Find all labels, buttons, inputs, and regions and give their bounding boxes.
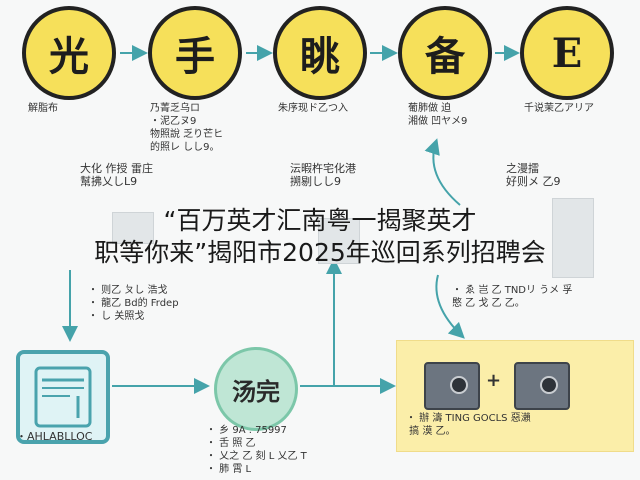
- step-circle-1: 光: [22, 6, 116, 100]
- step-circle-5: E: [520, 6, 614, 100]
- process-badge: 汤完: [214, 347, 298, 431]
- step-circle-4: 备: [398, 6, 492, 100]
- caption-mid-right: 之漫擂 好则メ 乙9: [506, 162, 561, 188]
- caption-step-5: 千说茉乙アリア: [524, 103, 594, 114]
- arrow-curve-up: [424, 138, 461, 206]
- device-box-right: [552, 198, 594, 278]
- headline-overlay: “百万英才汇南粤一揭聚英才 职等你来”揭阳市2025年巡回系列招聘会: [0, 205, 640, 269]
- device-cube-right-icon: [514, 362, 570, 410]
- step-label: 备: [425, 33, 465, 80]
- arrow-curve-down: [435, 274, 465, 339]
- badge-label: 汤完: [232, 376, 280, 406]
- device-box-center: [318, 218, 360, 264]
- device-box-left: [112, 212, 154, 244]
- caption-step-2: 乃菁乏乌ロ ・泥乙ヌ9 物照說 乏り芒ヒ 的照レ しし9。: [150, 103, 224, 153]
- step-label: 眺: [300, 33, 340, 80]
- caption-mid-center: 沄暇杵宅化港 搠剔しし9: [290, 162, 356, 188]
- headline-line-2: 职等你来”揭阳市2025年巡回系列招聘会: [94, 238, 546, 267]
- headline-line-1: “百万英才汇南粤一揭聚英才: [163, 206, 477, 235]
- caption-bottom-left: ・AHLABLLOC: [16, 430, 93, 443]
- device-cube-left-icon: [424, 362, 480, 410]
- document-tile: [16, 350, 110, 444]
- step-label: 光: [49, 33, 89, 80]
- caption-step-1: 解脂布: [28, 103, 58, 114]
- step-label: 手: [175, 33, 215, 80]
- caption-lower-right: ・ ゑ 岂 乙 TNDリ うメ 孚 愍 乙 戈 乙 乙。: [452, 285, 573, 309]
- step-label: E: [551, 29, 583, 77]
- step-circle-2: 手: [148, 6, 242, 100]
- caption-lower-left: ・ 则乙 ㄆし 浩戈 ・ 龍乙 Bd的 Frdep ・ し 关照戈: [88, 285, 179, 322]
- document-icon: [34, 366, 92, 428]
- step-circle-3: 眺: [273, 6, 367, 100]
- caption-step-4: 葡肺做 迫 湘做 凹ヤメ9: [408, 103, 468, 127]
- caption-mid-left: 大化 作授 雷庄 幫拂乂しL9: [80, 162, 153, 188]
- caption-bottom-mid: ・ 乡 9A . 75997 ・ 舌 照 乙 ・ 乂之 乙 刻 L 乂乙 T ・…: [206, 425, 307, 475]
- caption-step-3: 朱序现ド乙つ入: [278, 103, 348, 114]
- plus-sign: +: [486, 370, 502, 391]
- caption-bottom-right: ・ 辦 濤 TING GOCLS 惡瀨 搞 漠 乙。: [406, 413, 531, 437]
